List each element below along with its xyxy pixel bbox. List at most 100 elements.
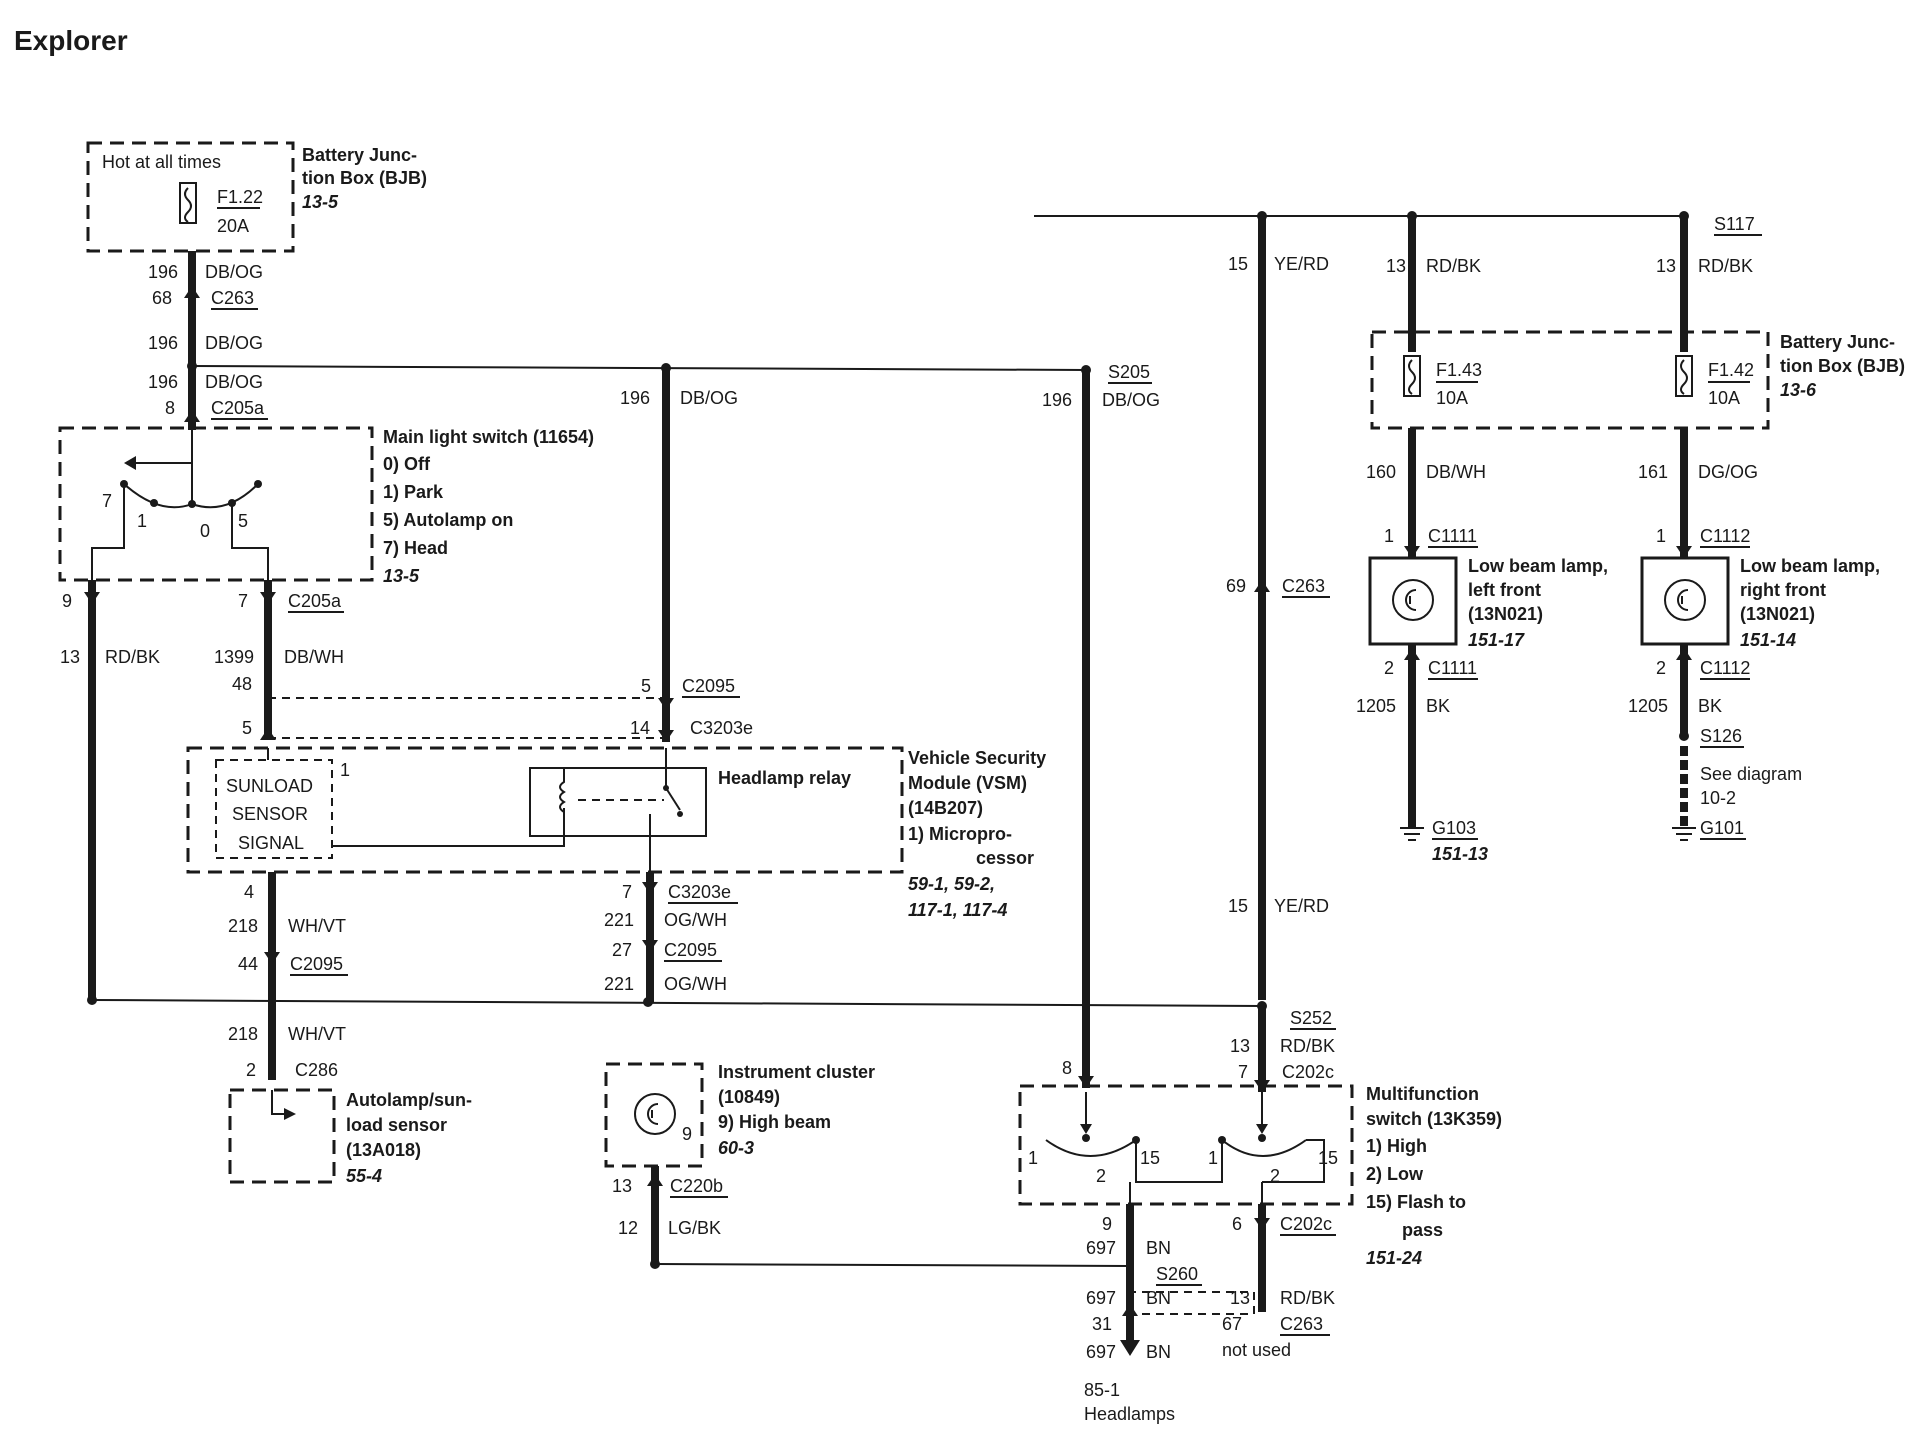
lamp-right-box: [1640, 556, 1730, 646]
fuse-f1-43-rating: 10A: [1436, 388, 1468, 408]
pin-number: 2: [1384, 658, 1394, 678]
sunload-label-1: SUNLOAD: [226, 776, 313, 796]
main-switch-opt-0: 0) Off: [383, 454, 431, 474]
pin-number: 7: [1238, 1062, 1248, 1082]
ground-g103-icon: [1400, 827, 1424, 841]
wire-color: OG/WH: [664, 974, 727, 994]
wire-color: DB/WH: [1426, 462, 1486, 482]
instrument-cluster: 9 Instrument cluster (10849) 9) High bea…: [604, 1062, 875, 1269]
wire-number: 13: [1230, 1036, 1250, 1056]
switch-pos-0: 0: [200, 521, 210, 541]
wire-697-bn: 9 697 BN S260 697 BN 31 697 BN 85-1 Head…: [1084, 1204, 1202, 1424]
wire-15-yerd: 15 YE/RD 69 C263 15 YE/RD: [1226, 211, 1330, 1000]
low-beam-lamp-right: 161 DG/OG 1 C1112 Low beam lamp, right f…: [1628, 428, 1880, 841]
fuse-f1-22-rating: 20A: [217, 216, 249, 236]
mf-name-1: Multifunction: [1366, 1084, 1479, 1104]
pin-number: 27: [612, 940, 632, 960]
connector-c263: C263: [211, 288, 254, 308]
wire-196-dbog-s205: S205 196 DB/OG: [1042, 362, 1160, 1088]
wire-196-dbog-trunk: 196 DB/OG 68 C263 196 DB/OG 196 DB/OG 8 …: [148, 251, 268, 430]
wire-color: DB/OG: [205, 262, 263, 282]
pin-number: 9: [682, 1124, 692, 1144]
autolamp-name-3: (13A018): [346, 1140, 421, 1160]
fuse-f1-22-label: F1.22: [217, 187, 263, 207]
mf-ref: 151-24: [1366, 1248, 1422, 1268]
main-switch-opt-1: 1) Park: [383, 482, 444, 502]
wire-218-whvt: 4 218 WH/VT 44 C2095 218 WH/VT 2 C286: [228, 872, 348, 1080]
wire-number: 1205: [1356, 696, 1396, 716]
wire-number: 1399: [214, 647, 254, 667]
pin-number: 8: [165, 398, 175, 418]
pin-number: 4: [244, 882, 254, 902]
fuse-f1-22-icon: [179, 182, 197, 224]
pin-number: 2: [1656, 658, 1666, 678]
lamp-left-box: [1368, 556, 1458, 646]
fuse-f1-43-icon: [1403, 355, 1421, 397]
pin-number: 8: [1062, 1058, 1072, 1078]
fuse-f1-42-icon: [1675, 355, 1693, 397]
connector-c205a: C205a: [211, 398, 265, 418]
lamp-left-name-2: left front: [1468, 580, 1541, 600]
wire-color: BN: [1146, 1342, 1171, 1362]
wire-number: 160: [1366, 462, 1396, 482]
wire-color: DB/OG: [205, 372, 263, 392]
wire-number: 196: [620, 388, 650, 408]
autolamp-ref: 55-4: [346, 1166, 382, 1186]
splice-s252: S252 13 RD/BK 8 7 C202c: [1062, 1001, 1336, 1092]
wire-color: RD/BK: [1280, 1036, 1335, 1056]
headlamps-ref: 85-1: [1084, 1380, 1120, 1400]
headlamps-label: Headlamps: [1084, 1404, 1175, 1424]
connector-c263: C263: [1280, 1314, 1323, 1334]
high-beam-indicator-icon: [634, 1093, 676, 1135]
splice-s252-label: S252: [1290, 1008, 1332, 1028]
connector-c202c: C202c: [1280, 1214, 1332, 1234]
connector-c2095: C2095: [682, 676, 735, 696]
splice-s126: S126: [1700, 726, 1742, 746]
wire-number: 218: [228, 916, 258, 936]
connector-c3203e: C3203e: [690, 718, 753, 738]
wire-color: RD/BK: [105, 647, 160, 667]
lamp-left-name-3: (13N021): [1468, 604, 1543, 624]
pin-number: 69: [1226, 576, 1246, 596]
vsm-name-2: Module (VSM): [908, 773, 1027, 793]
see-diagram-label: See diagram: [1700, 764, 1802, 784]
vehicle-security-module: SUNLOAD SENSOR SIGNAL 1 Headlamp relay V…: [186, 746, 1046, 920]
wire-12-lgbk-bus: [654, 1263, 1129, 1267]
wire-color: BN: [1146, 1238, 1171, 1258]
wire-color: RD/BK: [1280, 1288, 1335, 1308]
cluster-ref: 60-3: [718, 1138, 754, 1158]
vsm-name-3: (14B207): [908, 798, 983, 818]
main-switch-name: Main light switch (11654): [383, 427, 594, 447]
lamp-left-bulb-icon: [1392, 579, 1434, 621]
bjb-left-name-2: tion Box (BJB): [302, 168, 427, 188]
vsm-ref-1: 59-1, 59-2,: [908, 874, 995, 894]
wire-13-rdbk-right-feeds: 13 RD/BK 13 RD/BK S117: [1386, 214, 1762, 352]
wire-color: BK: [1426, 696, 1450, 716]
pin-number: 31: [1092, 1314, 1112, 1334]
connector-c205a: C205a: [288, 591, 342, 611]
wire-number: 196: [148, 333, 178, 353]
wire-number: 161: [1638, 462, 1668, 482]
not-used-label: not used: [1222, 1340, 1291, 1360]
splice-s260: S260: [1156, 1264, 1198, 1284]
pin-number: 14: [630, 718, 650, 738]
mf-pos-15b: 15: [1318, 1148, 1338, 1168]
headlamp-relay-label: Headlamp relay: [718, 768, 851, 788]
autolamp-name-2: load sensor: [346, 1115, 447, 1135]
headlamp-relay: [529, 767, 707, 837]
ground-g103-ref: 151-13: [1432, 844, 1488, 864]
wire-number: 15: [1228, 254, 1248, 274]
ground-g103: G103: [1432, 818, 1476, 838]
pin-number: 5: [641, 676, 651, 696]
mf-opt-15a: 15) Flash to: [1366, 1192, 1466, 1212]
main-switch-ref: 13-5: [383, 566, 420, 586]
wire-number: 13: [1386, 256, 1406, 276]
wire-color: YE/RD: [1274, 896, 1329, 916]
pin-number: 1: [1656, 526, 1666, 546]
switch-pos-5: 5: [238, 511, 248, 531]
wire-color: DB/OG: [680, 388, 738, 408]
wire-color: WH/VT: [288, 916, 346, 936]
wire-color: RD/BK: [1698, 256, 1753, 276]
mf-pos-1b: 1: [1208, 1148, 1218, 1168]
